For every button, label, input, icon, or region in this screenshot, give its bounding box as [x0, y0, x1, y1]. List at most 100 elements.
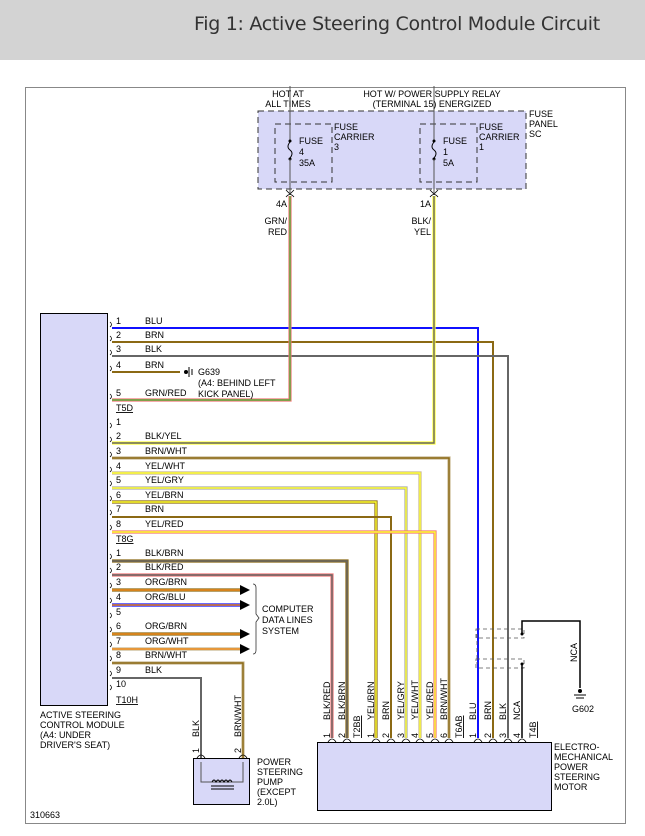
pump-label: 2.0L) [257, 797, 278, 807]
connector-bracket [109, 393, 112, 400]
wire-t8g-2-blk-yel [112, 196, 435, 444]
power-label-hot-relay: (TERMINAL 15) ENERGIZED [373, 99, 492, 109]
wire-color-label: YEL/RED [145, 519, 184, 529]
pin-number: 5 [116, 607, 121, 617]
pump-label: POWER [257, 757, 292, 767]
connector-label: T5D [116, 403, 134, 413]
pin-number: 8 [116, 650, 121, 660]
pin-number: 3 [116, 344, 121, 354]
connector-cap [415, 738, 425, 743]
wire-color-label: BRN [145, 360, 164, 370]
fuse-terminal-label: 4A [276, 199, 287, 209]
wire-color-label: NCA [569, 643, 579, 662]
control-module-label: DRIVER'S SEAT) [40, 740, 110, 750]
wire-t10h-9-blk [112, 677, 202, 758]
wire-t8g-5-yel-gry [112, 487, 407, 738]
ground-g639-label: G639 [198, 367, 220, 377]
wire-color-label: BRN [483, 701, 493, 720]
data-lines-label: COMPUTER [262, 604, 314, 614]
pin-number: 3 [116, 446, 121, 456]
wire-color-label: YEL/WHT [410, 679, 420, 720]
pin-number: 7 [116, 504, 121, 514]
connector-bracket [109, 480, 112, 487]
wire-t10h-8-brn-wht [112, 662, 244, 758]
pin-number: 1 [191, 748, 201, 753]
pin-number: 8 [116, 519, 121, 529]
pin-number: 4 [512, 733, 522, 738]
pin-number: 2 [233, 748, 243, 753]
fuse-label: 5A [443, 158, 454, 168]
data-lines-label: SYSTEM [262, 626, 299, 636]
connector-bracket [109, 655, 112, 662]
power-label-hot-at-all-times: HOT AT [272, 89, 304, 99]
fuse-terminal-dot [288, 139, 292, 143]
connector-bracket [109, 684, 112, 691]
pump-label: PUMP [257, 777, 283, 787]
wire-color-label: BRN [381, 701, 391, 720]
pin-number: 2 [116, 431, 121, 441]
fuse-label: 4 [299, 147, 304, 157]
wire-color-label: YEL/BRN [366, 681, 376, 720]
pin-number: 6 [439, 733, 449, 738]
wire-color-label: BLK/BRN [145, 548, 184, 558]
pin-number: 5 [116, 388, 121, 398]
wire-color-label: BRN [145, 330, 164, 340]
fuse-icon [431, 141, 437, 159]
fuse-carrier-label: FUSE [334, 122, 358, 132]
motor-label: MOTOR [554, 782, 588, 792]
diagram-frame [25, 87, 626, 824]
coil-icon [211, 779, 233, 784]
data-lines-bracket [252, 583, 260, 655]
wire-t5d-2-brn [112, 341, 494, 738]
connector-cap [473, 738, 483, 743]
shield-splice [475, 658, 525, 669]
connector-bracket [109, 451, 112, 458]
pin-number: 6 [116, 490, 121, 500]
connector-bracket [109, 422, 112, 429]
connector-cap [444, 738, 454, 743]
fuse-label: FUSE [299, 136, 323, 146]
connector-bracket [109, 509, 112, 516]
connector-bracket [109, 466, 112, 473]
pin-number: 4 [116, 592, 121, 602]
connector-bracket [109, 567, 112, 574]
wire-color-label: YEL/RED [425, 681, 435, 720]
connector-cap [285, 189, 295, 198]
wire-color-label: YEL/GRY [396, 681, 406, 720]
connector-bracket [109, 582, 112, 589]
ground-g602-icon [578, 689, 582, 693]
fuse-carrier-label: 1 [479, 142, 484, 152]
wire-color-label: YEL/WHT [145, 461, 186, 471]
control-module-label: (A4: UNDER [40, 730, 92, 740]
fuse-carrier-box [274, 123, 333, 183]
pin-number: 5 [425, 733, 435, 738]
control-module-label: CONTROL MODULE [40, 720, 125, 730]
wire-t10h-2-blk-red [112, 574, 333, 738]
wire-color-label: BLU [145, 316, 163, 326]
power-label-hot-relay: HOT W/ POWER SUPPLY RELAY [363, 89, 500, 99]
wire-nca-ground [521, 620, 581, 688]
fuse-carrier-label: 3 [334, 142, 339, 152]
wire-t8g-3-brn-wht [112, 457, 450, 738]
pin-number: 3 [498, 733, 508, 738]
connector-cap [430, 738, 440, 743]
wire-color-label: BLK [498, 703, 508, 720]
arrow-icon [240, 644, 250, 654]
connector-bracket [109, 553, 112, 560]
wire-t8g-8-yel-red [112, 531, 436, 738]
connector-cap [371, 738, 381, 743]
figure-id: 310663 [30, 810, 60, 820]
fuse-label: 1 [443, 147, 448, 157]
connector-cap [517, 738, 527, 743]
connector-label: T10H [116, 695, 138, 705]
pin-number: 3 [116, 577, 121, 587]
wire-color-label: ORG/BLU [145, 592, 186, 602]
wire-color-label: ORG/BRN [145, 577, 187, 587]
fuse-carrier-label: FUSE [479, 122, 503, 132]
pin-number: 2 [337, 733, 347, 738]
pin-number: 7 [116, 636, 121, 646]
wire-color-label: BRN [145, 504, 164, 514]
wire-t8g-6-yel-brn [112, 501, 377, 738]
wire-color-label: BLK/BRN [337, 681, 347, 720]
